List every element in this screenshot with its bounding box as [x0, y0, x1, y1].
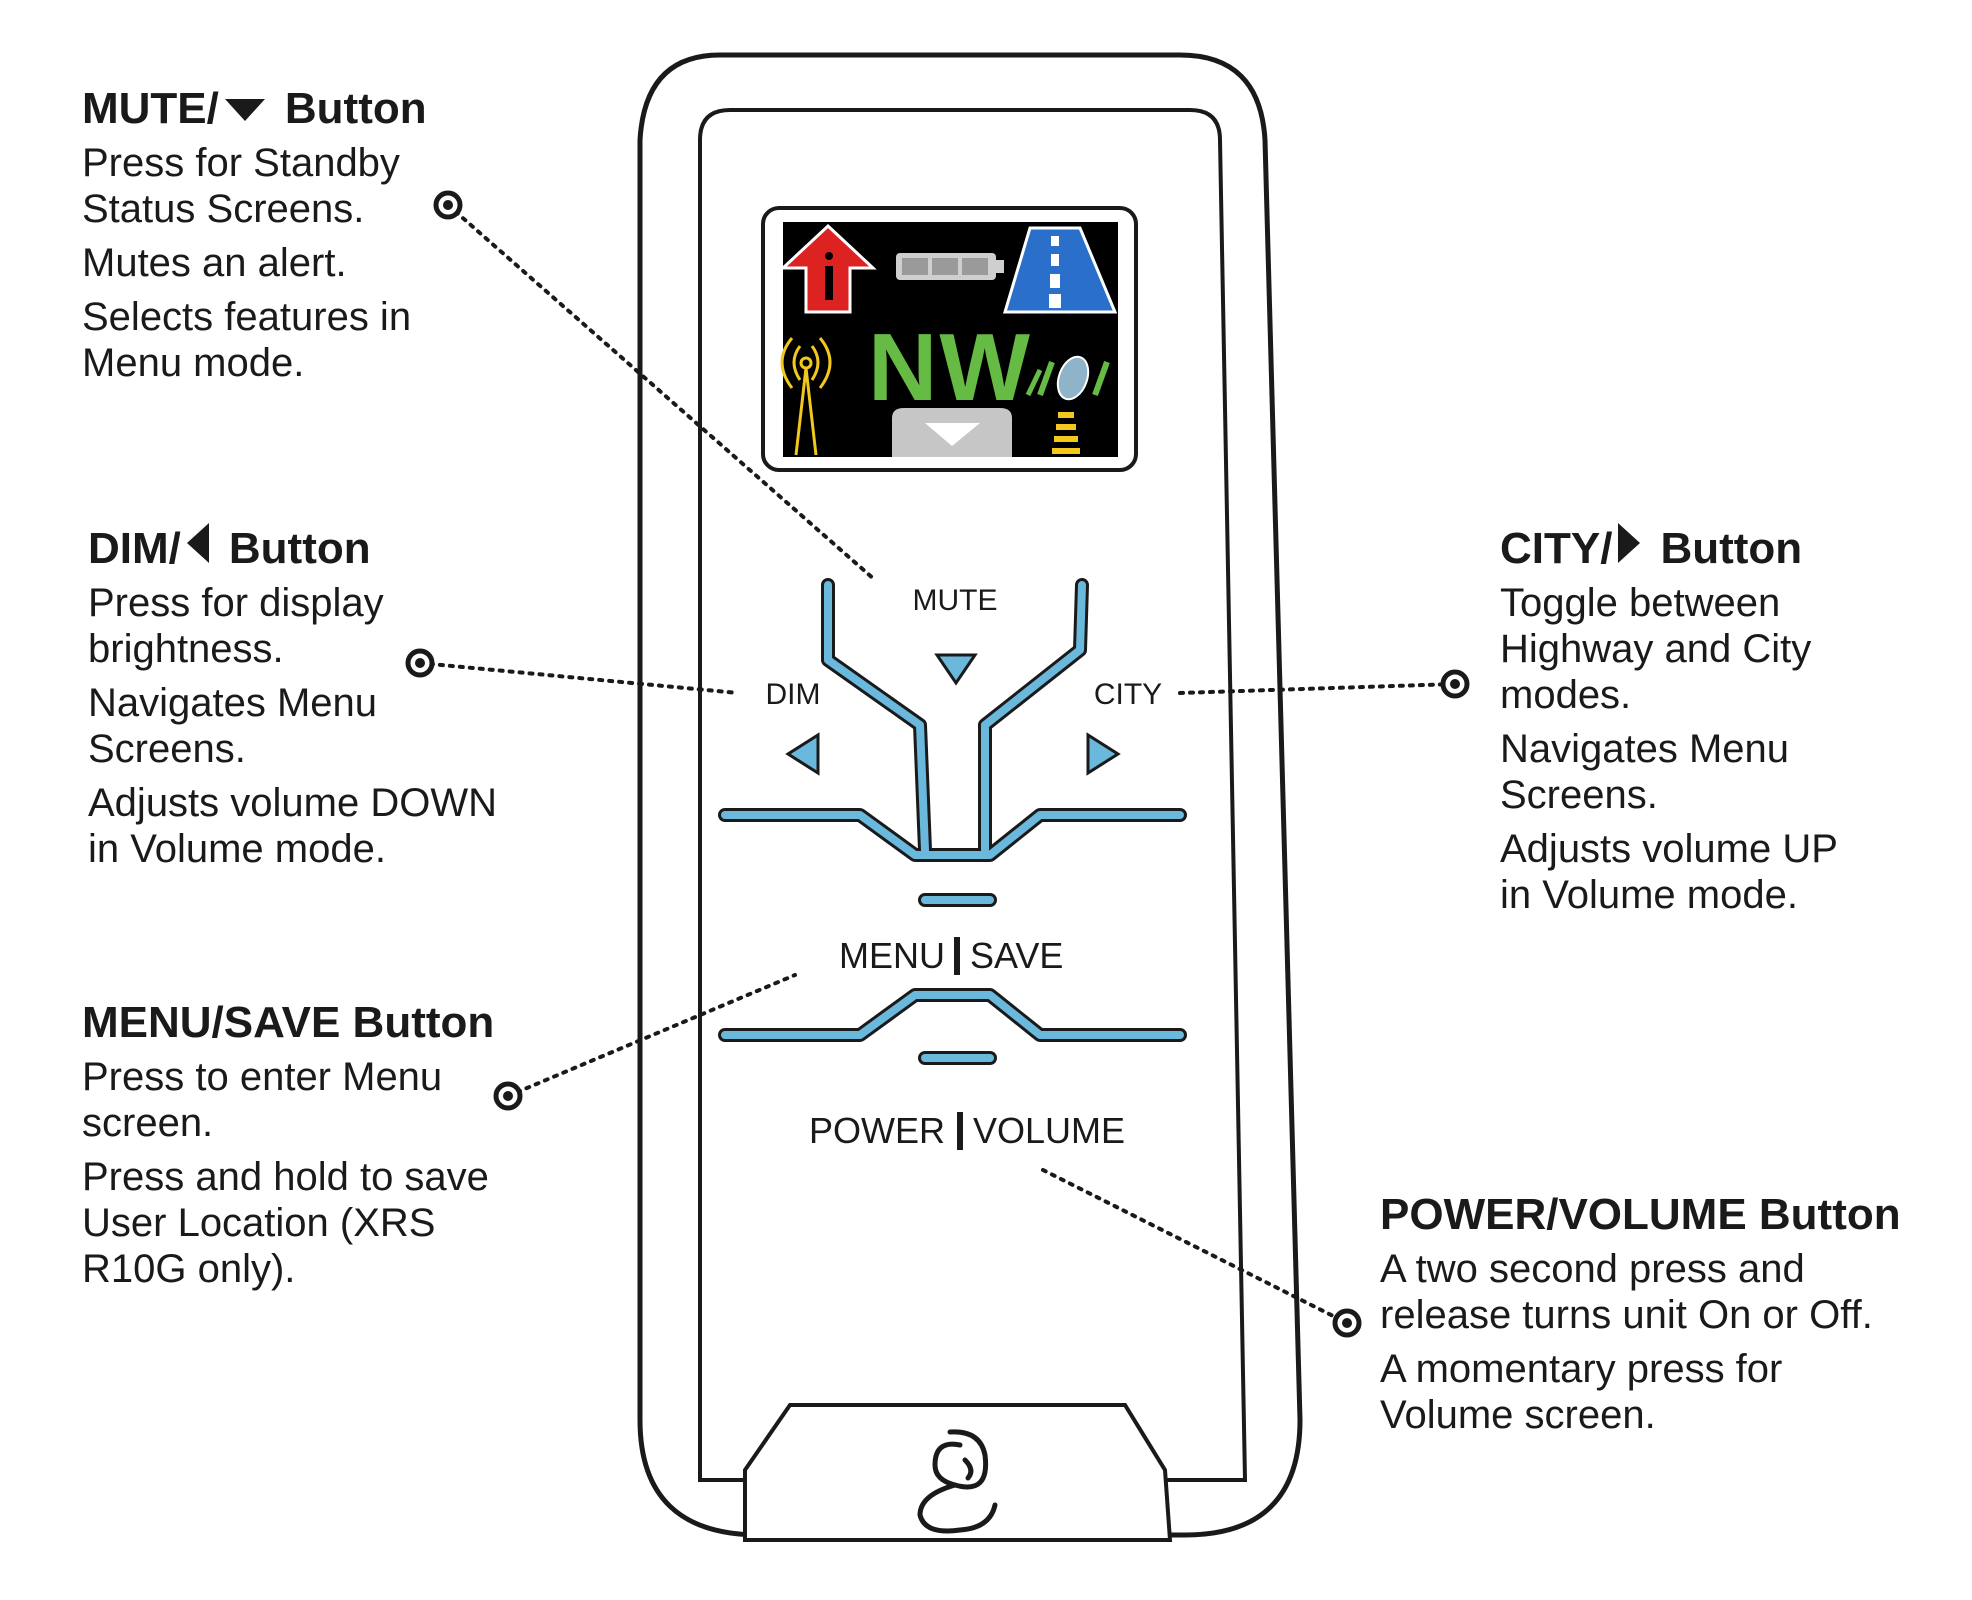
highway-mode-icon [1002, 226, 1118, 314]
city-callout-title-suffix: Button [1660, 523, 1803, 573]
mute-callout-title-suffix: Button [284, 84, 427, 133]
dim-callout-line-1: Press for display brightness. [88, 581, 384, 671]
dim-callout-line-3: Adjusts volume DOWN in Volume mode. [88, 781, 497, 871]
laser-detection-icon [1025, 355, 1110, 454]
mute-label: MUTE [913, 584, 998, 617]
power-leader-line [1041, 1168, 1349, 1325]
battery-icon [896, 253, 1004, 280]
mute-leader-line [446, 203, 877, 582]
power-volume-divider [957, 1112, 963, 1150]
city-label: CITY [1094, 678, 1162, 711]
dim-callout-line-2: Navigates Menu Screens. [88, 681, 378, 771]
screen-down-arrow-icon [892, 408, 1012, 457]
alert-info-bar [825, 266, 833, 300]
leader-lines [418, 203, 1457, 1325]
menu-save-callout-line-2: Press and hold to save User Location (XR… [82, 1155, 489, 1291]
dim-callout-title-prefix: DIM/ [88, 523, 181, 573]
menu-save-callout-line-1: Press to enter Menu screen. [82, 1055, 443, 1145]
dim-callout: DIM/ Button Press for display brightness… [88, 523, 508, 880]
city-callout-title-prefix: CITY/ [1500, 523, 1613, 573]
mute-callout: MUTE/ Button Press for Standby Status Sc… [82, 84, 442, 394]
city-right-triangle-icon[interactable] [1086, 732, 1121, 776]
mute-callout-line-3: Selects features in Menu mode. [82, 295, 412, 385]
mute-callout-line-1: Press for Standby Status Screens. [82, 141, 400, 231]
signal-tower-icon [780, 337, 832, 456]
city-leader-line [1178, 682, 1457, 695]
device-bottom-tab [743, 1403, 1173, 1542]
power-label: POWER [809, 1110, 945, 1151]
mute-down-triangle-icon[interactable] [934, 653, 978, 686]
dim-leader-line [418, 661, 740, 695]
compass-heading-text: NW [868, 314, 1032, 421]
cobra-logo-icon [917, 1429, 998, 1534]
menu-save-callout-title: MENU/SAVE Button [82, 998, 495, 1047]
menu-leader-line [506, 973, 797, 1098]
menu-label: MENU [839, 935, 945, 976]
dim-left-triangle-icon[interactable] [785, 732, 820, 776]
menu-save-divider [954, 937, 960, 975]
power-volume-callout-line-2: A momentary press for Volume screen. [1380, 1347, 1783, 1437]
dim-callout-title-suffix: Button [228, 523, 371, 573]
mute-callout-title-prefix: MUTE/ [82, 84, 219, 133]
alert-info-dot [825, 252, 833, 260]
menu-save-callout: MENU/SAVE Button Press to enter Menu scr… [82, 998, 522, 1300]
leader-dot-centers [415, 200, 1460, 1328]
mute-callout-title: MUTE/ Button [82, 84, 442, 134]
city-callout-line-3: Adjusts volume UP in Volume mode. [1500, 827, 1838, 917]
volume-label: VOLUME [973, 1110, 1125, 1151]
dim-label: DIM [766, 678, 821, 711]
left-triangle-icon [186, 523, 209, 574]
city-callout-line-2: Navigates Menu Screens. [1500, 727, 1790, 817]
right-triangle-icon [1618, 523, 1641, 574]
city-callout-title: CITY/ Button [1500, 523, 1940, 574]
dim-callout-title: DIM/ Button [88, 523, 508, 574]
down-triangle-icon [224, 84, 265, 134]
power-volume-callout-title: POWER/VOLUME Button [1380, 1190, 1901, 1239]
power-volume-callout: POWER/VOLUME Button A two second press a… [1380, 1190, 1940, 1446]
city-callout: CITY/ Button Toggle between Highway and … [1500, 523, 1940, 926]
power-volume-callout-line-1: A two second press and release turns uni… [1380, 1247, 1873, 1337]
save-label: SAVE [970, 935, 1063, 976]
touch-button-lines-fill [721, 581, 1184, 1062]
mute-callout-line-2: Mutes an alert. [82, 241, 347, 285]
city-callout-line-1: Toggle between Highway and City modes. [1500, 581, 1812, 717]
